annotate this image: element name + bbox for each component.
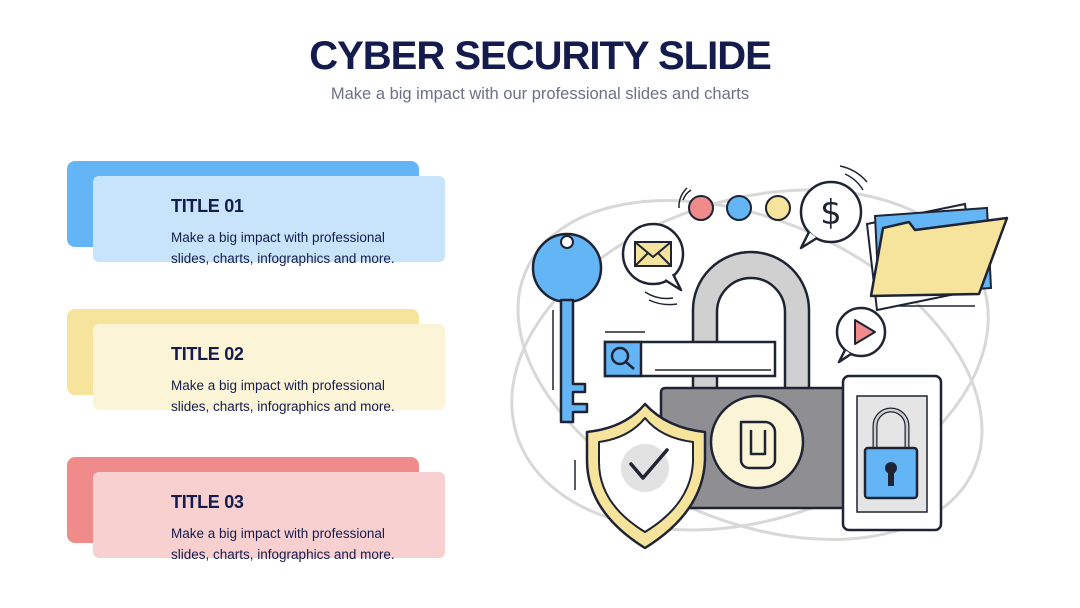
key-icon [531, 232, 603, 424]
card-title: TITLE 02 [171, 344, 244, 364]
card-title: TITLE 01 [171, 196, 244, 216]
card-description: Make a big impact with professional slid… [171, 227, 461, 269]
card-desc-line-1: Make a big impact with professional [171, 230, 385, 245]
card-front-panel: TITLE 02 Make a big impact with professi… [93, 324, 445, 414]
play-icon [835, 306, 887, 364]
card-title: TITLE 03 [171, 492, 244, 512]
phone-lock-icon [841, 374, 943, 532]
page-subtitle: Make a big impact with our professional … [330, 85, 750, 103]
card-description: Make a big impact with professional slid… [171, 375, 461, 417]
shield-check-icon [574, 402, 707, 550]
card-desc-line-2: slides, charts, infographics and more. [171, 399, 395, 414]
dollar-icon: $ [799, 165, 868, 250]
card-front-panel: TITLE 01 Make a big impact with professi… [93, 176, 445, 266]
mail-icon [621, 222, 685, 306]
status-dots [678, 187, 791, 221]
padlock-icon [605, 250, 856, 510]
card-desc-line-2: slides, charts, infographics and more. [171, 251, 395, 266]
card-description: Make a big impact with professional slid… [171, 523, 461, 565]
dollar-symbol: $ [820, 193, 842, 233]
cyber-security-illustration: $ [510, 165, 1009, 550]
search-icon [603, 340, 777, 378]
info-card-1: TITLE 01 Make a big impact with professi… [67, 161, 447, 266]
card-desc-line-1: Make a big impact with professional [171, 378, 385, 393]
card-desc-line-2: slides, charts, infographics and more. [171, 547, 395, 562]
card-desc-line-1: Make a big impact with professional [171, 526, 385, 541]
info-card-3: TITLE 03 Make a big impact with professi… [67, 457, 447, 562]
info-card-2: TITLE 02 Make a big impact with professi… [67, 309, 447, 414]
folder-icon [865, 202, 1009, 312]
page-title: CYBER SECURITY SLIDE [309, 34, 772, 78]
card-front-panel: TITLE 03 Make a big impact with professi… [93, 472, 445, 562]
